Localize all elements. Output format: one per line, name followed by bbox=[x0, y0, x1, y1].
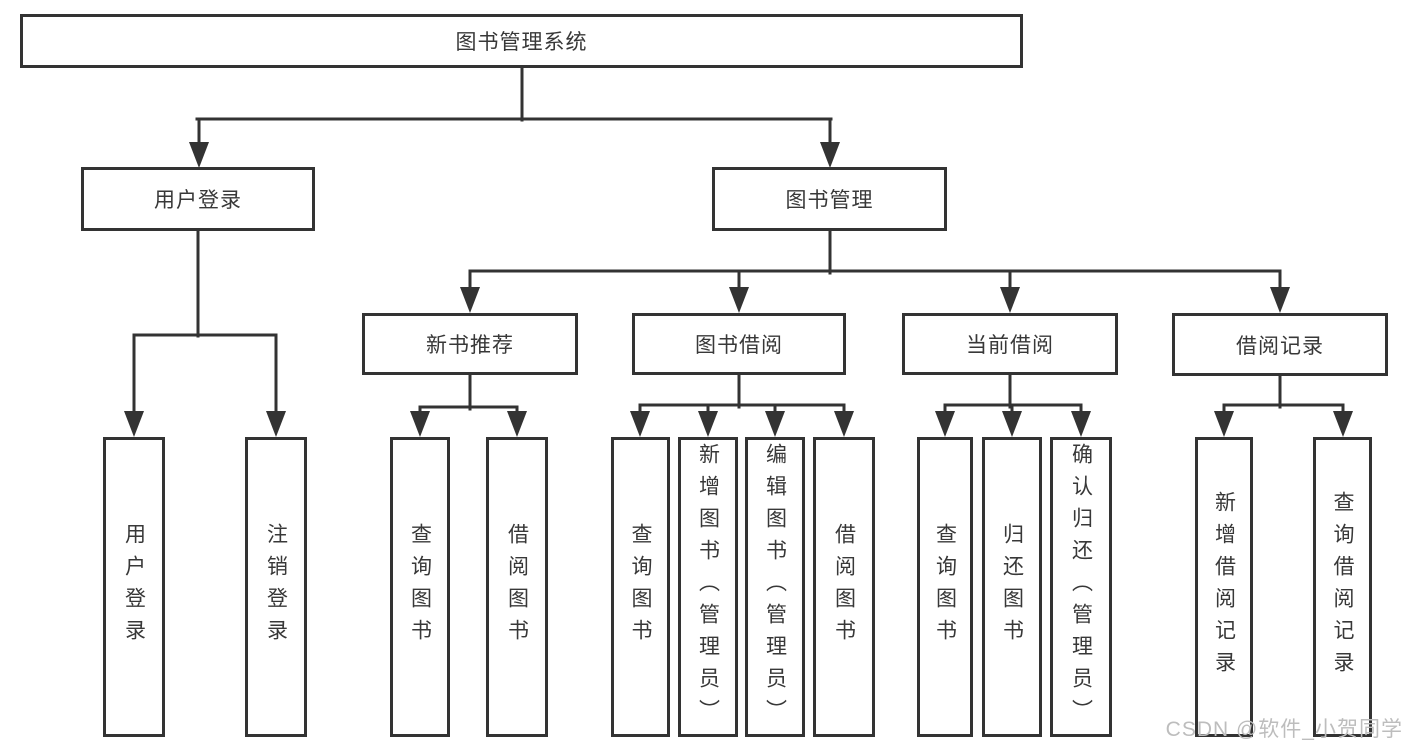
leaf-query-books-new: 查询图书 bbox=[390, 437, 450, 737]
leaf-confirm-return-admin: 确认归还（管理员） bbox=[1050, 437, 1112, 737]
leaf-return-books: 归还图书 bbox=[982, 437, 1042, 737]
node-current-borrow: 当前借阅 bbox=[902, 313, 1118, 375]
node-borrow-records-label: 借阅记录 bbox=[1236, 334, 1324, 358]
leaf-query-books-new-label: 查询图书 bbox=[408, 523, 432, 651]
leaf-borrow-books-new-label: 借阅图书 bbox=[505, 523, 529, 651]
node-new-book-recommend-label: 新书推荐 bbox=[426, 334, 514, 357]
node-book-borrow-label: 图书借阅 bbox=[695, 334, 783, 357]
leaf-query-books-current: 查询图书 bbox=[917, 437, 973, 737]
node-borrow-records: 借阅记录 bbox=[1172, 313, 1388, 376]
node-root-label: 图书管理系统 bbox=[455, 31, 588, 54]
leaf-borrow-books-borrow-label: 借阅图书 bbox=[832, 523, 856, 651]
node-book-borrow: 图书借阅 bbox=[632, 313, 846, 375]
leaf-user-login: 用户登录 bbox=[103, 437, 165, 737]
node-root: 图书管理系统 bbox=[20, 14, 1023, 68]
leaf-add-borrow-record: 新增借阅记录 bbox=[1195, 437, 1253, 737]
leaf-logout: 注销登录 bbox=[245, 437, 307, 737]
leaf-add-borrow-record-label: 新增借阅记录 bbox=[1212, 491, 1236, 683]
leaf-borrow-books-new: 借阅图书 bbox=[486, 437, 548, 737]
csdn-watermark: CSDN @软件_小贺同学 bbox=[1165, 718, 1403, 741]
leaf-return-books-label: 归还图书 bbox=[1000, 523, 1024, 651]
leaf-query-books-borrow: 查询图书 bbox=[611, 437, 670, 737]
leaf-query-books-borrow-label: 查询图书 bbox=[629, 523, 652, 651]
leaf-edit-book-admin: 编辑图书（管理员） bbox=[745, 437, 805, 737]
leaf-logout-label: 注销登录 bbox=[264, 523, 288, 651]
leaf-query-books-current-label: 查询图书 bbox=[933, 523, 957, 651]
node-current-borrow-label: 当前借阅 bbox=[966, 334, 1054, 357]
leaf-add-book-admin: 新增图书（管理员） bbox=[678, 437, 738, 737]
node-book-management-label: 图书管理 bbox=[785, 189, 874, 212]
node-user-login-label: 用户登录 bbox=[154, 189, 242, 212]
leaf-borrow-books-borrow: 借阅图书 bbox=[813, 437, 875, 737]
leaf-confirm-return-admin-label: 确认归还（管理员） bbox=[1069, 443, 1093, 731]
leaf-add-book-admin-label: 新增图书（管理员） bbox=[696, 443, 720, 731]
leaf-query-borrow-record: 查询借阅记录 bbox=[1313, 437, 1372, 737]
leaf-query-borrow-record-label: 查询借阅记录 bbox=[1331, 491, 1354, 683]
node-user-login: 用户登录 bbox=[81, 167, 315, 231]
leaf-edit-book-admin-label: 编辑图书（管理员） bbox=[763, 443, 787, 731]
node-book-management: 图书管理 bbox=[712, 167, 947, 231]
leaf-user-login-label: 用户登录 bbox=[122, 523, 146, 651]
node-new-book-recommend: 新书推荐 bbox=[362, 313, 578, 375]
